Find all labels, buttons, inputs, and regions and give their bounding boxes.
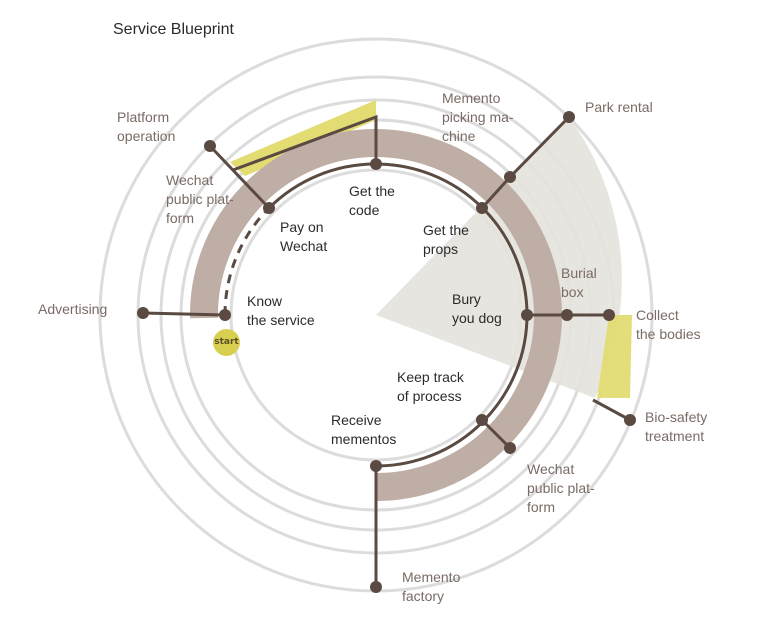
journey-line-upper — [267, 162, 377, 210]
connector-top-band — [232, 114, 378, 172]
support-memento-factory: Memento factory — [402, 569, 461, 604]
connectors — [142, 114, 631, 587]
diagram-title: Service Blueprint — [113, 21, 234, 38]
support-bio-safety: Bio-safety treatment — [645, 409, 708, 444]
node-get-props — [476, 202, 488, 214]
connector-wechat-bottom — [480, 418, 512, 450]
touchpoint-know-service: Know the service — [247, 293, 315, 328]
touchpoint-get-props: Get the props — [423, 222, 469, 257]
highlight-band-right — [597, 315, 632, 398]
support-burial-box: Burial box — [561, 265, 597, 300]
node-know-service — [219, 309, 231, 321]
node-wechat-bottom — [504, 442, 516, 454]
touchpoint-get-code: Get the code — [349, 183, 395, 218]
node-bury — [521, 309, 533, 321]
support-wechat-platform-bottom: Wechat public plat- form — [527, 461, 595, 515]
support-memento-picking-machine: Memento picking ma- chine — [442, 90, 514, 144]
node-platform — [204, 140, 216, 152]
node-advertising — [137, 307, 149, 319]
nodes — [137, 111, 636, 593]
touchpoint-receive-mementos: Receive mementos — [331, 412, 397, 447]
node-factory — [370, 581, 382, 593]
start-badge: start — [213, 329, 240, 356]
support-collect-bodies: Collect the bodies — [636, 307, 701, 342]
node-pay — [263, 202, 275, 214]
support-platform-operation: Platform operation — [117, 109, 176, 144]
connector-advertising — [142, 311, 226, 317]
connector-platform — [208, 144, 271, 210]
node-memento-machine — [504, 171, 516, 183]
support-advertising: Advertising — [38, 301, 108, 317]
node-park-rental — [563, 111, 575, 123]
node-get-code — [370, 158, 382, 170]
support-park-rental: Park rental — [585, 99, 653, 115]
node-collect — [603, 309, 615, 321]
touchpoint-keep-track: Keep track of process — [397, 369, 464, 404]
node-receive — [370, 460, 382, 472]
node-bio — [624, 414, 636, 426]
touchpoint-bury-dog: Bury you dog — [452, 291, 502, 326]
node-burial-box — [561, 309, 573, 321]
touchpoint-pay-wechat: Pay on Wechat — [280, 219, 328, 254]
support-wechat-platform-top: Wechat public plat- form — [166, 172, 234, 226]
node-keep-track — [476, 414, 488, 426]
connector-bio — [592, 398, 631, 422]
